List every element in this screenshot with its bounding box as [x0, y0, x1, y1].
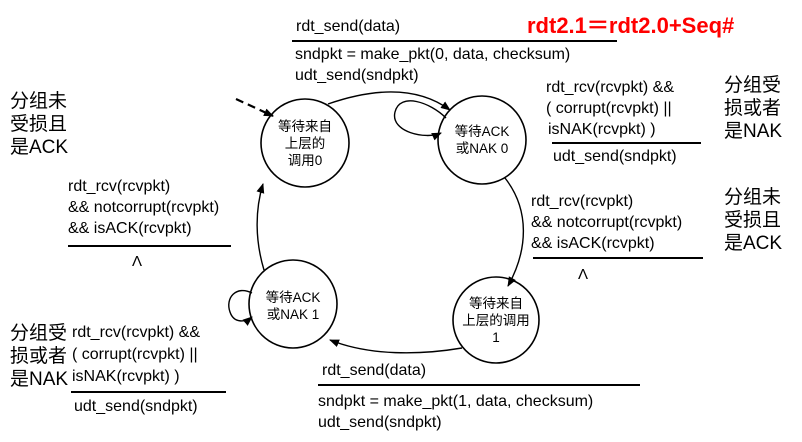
send0-event: rdt_send(data): [296, 18, 401, 35]
resend1-event-1: rdt_rcv(rcvpkt) &&: [72, 324, 201, 341]
ack0-event-2: && notcorrupt(rcvpkt): [531, 214, 683, 231]
send1-action-2: udt_send(sndpkt): [318, 414, 442, 431]
diagram-title: rdt2.1＝rdt2.0+Seq#: [527, 13, 735, 38]
loop-resend1: [228, 289, 253, 326]
arrow-ack0: [504, 177, 525, 287]
resend1-event-2: ( corrupt(rcvpkt) ||: [72, 346, 198, 363]
ack1-event-3: && isACK(rcvpkt): [68, 220, 192, 237]
state-label-wait-ack-1: 等待ACK 或NAK 1: [265, 290, 321, 322]
arrow-send0: [327, 91, 451, 111]
note-right-mid: 分组未 受损且 是ACK: [724, 187, 783, 254]
initial-state-arrow: [235, 98, 274, 117]
resend0-event-2: ( corrupt(rcvpkt) ||: [546, 100, 672, 117]
ack0-event-3: && isACK(rcvpkt): [531, 235, 655, 252]
arrow-ack1: [256, 183, 265, 271]
note-left-bottom: 分组受 损或者 是NAK: [10, 323, 69, 390]
ack1-event-2: && notcorrupt(rcvpkt): [68, 199, 220, 216]
ack1-action: Λ: [132, 253, 143, 270]
state-circle-wait-ack-1: [248, 259, 338, 349]
resend1-event-3: isNAK(rcvpkt) ): [72, 368, 180, 385]
send1-action-1: sndpkt = make_pkt(1, data, checksum): [318, 393, 594, 410]
state-circle-wait-call-1: [452, 276, 540, 364]
resend0-event-3: isNAK(rcvpkt) ): [548, 121, 656, 138]
resend0-event-1: rdt_rcv(rcvpkt) &&: [546, 79, 675, 96]
send1-event: rdt_send(data): [322, 362, 427, 379]
resend1-action: udt_send(sndpkt): [74, 398, 198, 415]
ack0-event-1: rdt_rcv(rcvpkt): [531, 193, 634, 210]
note-right-top: 分组受 损或者 是NAK: [724, 75, 783, 142]
send0-action-1: sndpkt = make_pkt(0, data, checksum): [295, 46, 571, 63]
arrow-send1: [329, 339, 463, 354]
state-label-wait-call-1: 等待来自 上层的调用 1: [462, 295, 530, 345]
send0-action-2: udt_send(sndpkt): [295, 67, 419, 84]
state-label-wait-ack-0: 等待ACK 或NAK 0: [454, 124, 510, 156]
note-left-top: 分组未 受损且 是ACK: [10, 91, 69, 158]
state-label-wait-call-0: 等待来自 上层的 调用0: [278, 118, 332, 168]
resend0-action: udt_send(sndpkt): [553, 148, 677, 165]
loop-resend0: [394, 100, 447, 141]
ack0-action: Λ: [578, 266, 589, 283]
state-circle-wait-call-0: [260, 98, 350, 188]
ack1-event-1: rdt_rcv(rcvpkt): [68, 178, 171, 195]
